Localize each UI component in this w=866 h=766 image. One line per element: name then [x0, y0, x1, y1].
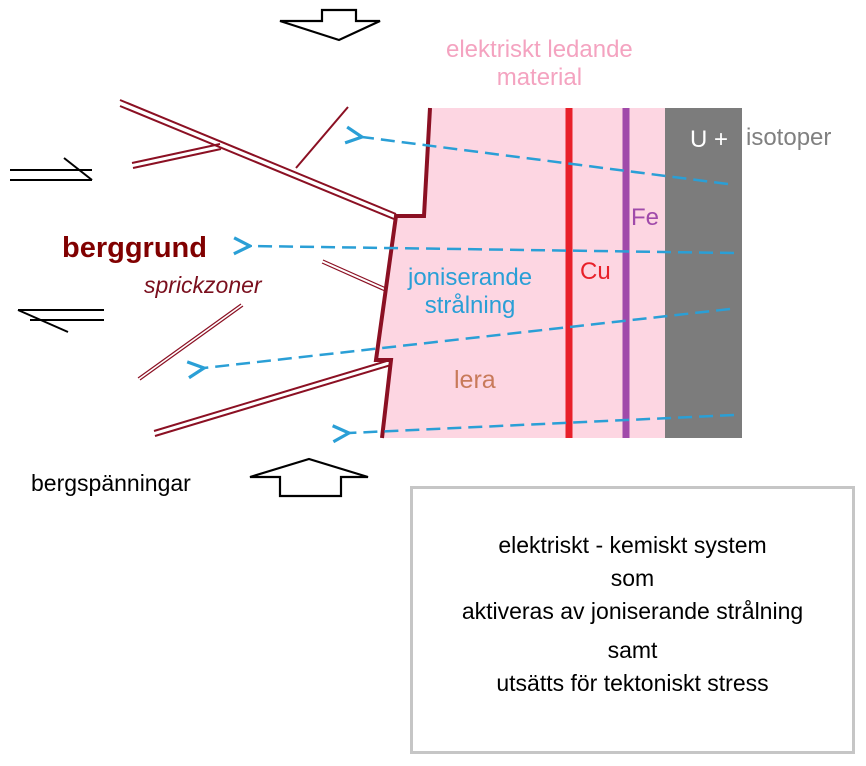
label-bergspanningar: bergspänningar [31, 470, 191, 496]
label-material-line2: material [496, 63, 583, 91]
system-line-2: som [610, 565, 655, 591]
crack-branch-left-inner [132, 148, 222, 169]
uranium-block [665, 108, 742, 438]
label-lera: lera [454, 366, 496, 394]
crack-thin-upper-b [321, 262, 386, 292]
label-fe: Fe [631, 204, 660, 231]
label-conductive-material: elektriskt ledande material [446, 36, 633, 91]
system-line-1: elektriskt - kemiskt system [498, 532, 767, 558]
label-u-plus: U + [690, 126, 729, 153]
ray-3 [204, 307, 731, 368]
arrow-up-bottom [249, 457, 369, 498]
label-cu: Cu [580, 258, 611, 285]
label-radiation-line1: joniserande [408, 264, 533, 291]
crack-main-top [119, 99, 397, 215]
arrow-down-top [279, 8, 381, 42]
crack-bottom-inner [154, 364, 392, 437]
label-berggrund: berggrund [62, 232, 207, 264]
system-line-4: samt [607, 637, 658, 663]
shear-right-head [63, 157, 93, 181]
crack-branch-up [295, 106, 349, 169]
system-description-box: elektriskt - kemiskt system som aktivera… [410, 486, 855, 754]
label-material-line1: elektriskt ledande [446, 36, 633, 63]
ray-4 [349, 413, 735, 433]
crack-bottom [153, 359, 391, 432]
label-sprickzoner: sprickzoner [144, 272, 262, 298]
crack-thin-upper [322, 259, 387, 289]
shear-arrows [10, 157, 104, 333]
label-radiation: joniserande strålning [408, 264, 532, 319]
label-isotoper: isotoper [746, 124, 832, 151]
ray-2 [250, 246, 735, 253]
crack-zones [119, 99, 397, 437]
radiation-rays [204, 137, 735, 433]
shear-left-head [17, 309, 69, 333]
crack-thin-lower [137, 303, 242, 379]
system-description-text: elektriskt - kemiskt system som aktivera… [413, 529, 852, 700]
crack-thin-lower-b [139, 305, 244, 381]
crack-branch-left [131, 143, 221, 164]
label-radiation-line2: strålning [424, 291, 516, 319]
clay-region [376, 108, 742, 438]
crack-main-top-inner [119, 105, 395, 220]
system-line-3: aktiveras av joniserande strålning [461, 598, 804, 624]
system-line-5: utsätts för tektoniskt stress [496, 670, 769, 696]
ray-1 [362, 137, 729, 186]
